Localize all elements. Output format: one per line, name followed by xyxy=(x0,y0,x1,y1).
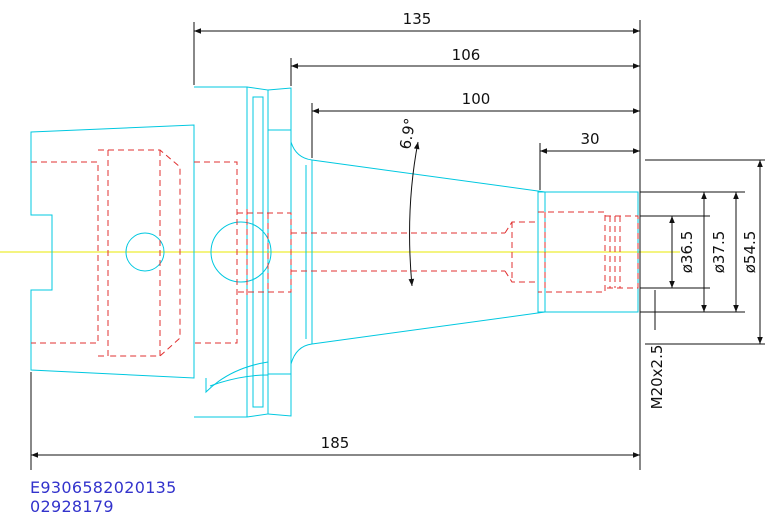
dim-label-dia-outer: ø54.5 xyxy=(741,231,759,274)
hidden-lines xyxy=(31,149,639,357)
dim-label-30: 30 xyxy=(580,130,599,148)
dim-label-thread: M20x2.5 xyxy=(648,345,666,410)
dim-label-135: 135 xyxy=(403,10,432,28)
dim-label-angle: 6.9° xyxy=(396,117,419,151)
part-number-code: E9306582020135 xyxy=(30,478,177,497)
dim-label-100: 100 xyxy=(462,90,491,108)
dim-label-185: 185 xyxy=(321,434,350,452)
dim-label-dia-mid: ø37.5 xyxy=(710,231,728,274)
dimension-lines xyxy=(30,20,765,470)
dim-label-106: 106 xyxy=(452,46,481,64)
serial-code: 02928179 xyxy=(30,497,114,516)
dim-label-dia-inner: ø36.5 xyxy=(678,231,696,274)
part-outline xyxy=(30,86,639,418)
angle-arc xyxy=(408,141,420,287)
